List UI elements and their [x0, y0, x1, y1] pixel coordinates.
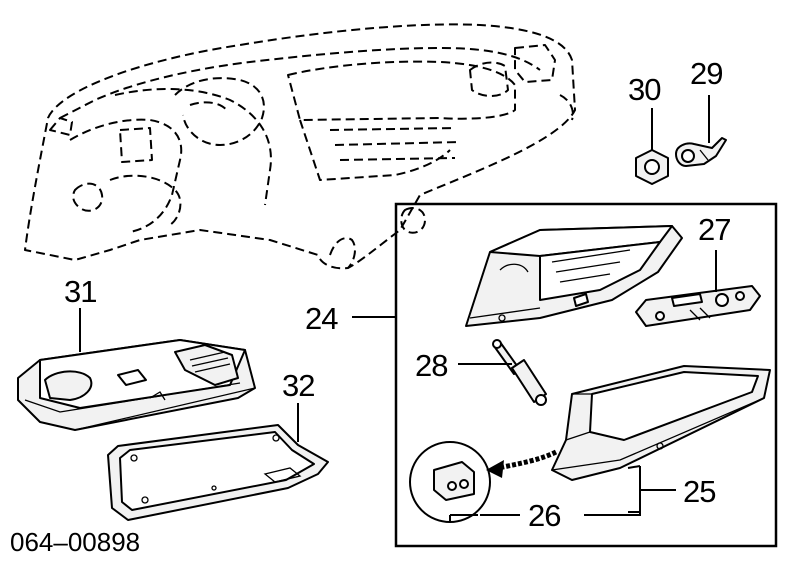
part-31-lower-panel [17, 308, 256, 431]
callout-31: 31 [64, 274, 96, 309]
part-30-lock-cylinder [635, 108, 669, 185]
dashboard-outline [24, 23, 576, 270]
part-29-lock-latch [675, 95, 727, 167]
callout-32: 32 [282, 368, 314, 403]
callout-30: 30 [628, 72, 661, 107]
callout-25: 25 [683, 474, 715, 509]
part-24-glovebox-housing [465, 225, 683, 327]
part-27-bracket [635, 250, 761, 327]
callout-29: 29 [690, 56, 722, 91]
part-26-latch-detail [409, 441, 641, 523]
callout-26: 26 [528, 498, 560, 533]
part-32-door-lining [107, 403, 329, 521]
inset-box [394, 202, 778, 548]
callout-27: 27 [698, 212, 730, 247]
callout-28: 28 [415, 348, 447, 383]
part-28-damper [458, 339, 547, 406]
part-25-glovebox-door [551, 365, 771, 513]
callout-24: 24 [305, 301, 338, 336]
diagram-code: 064–00898 [10, 527, 140, 557]
